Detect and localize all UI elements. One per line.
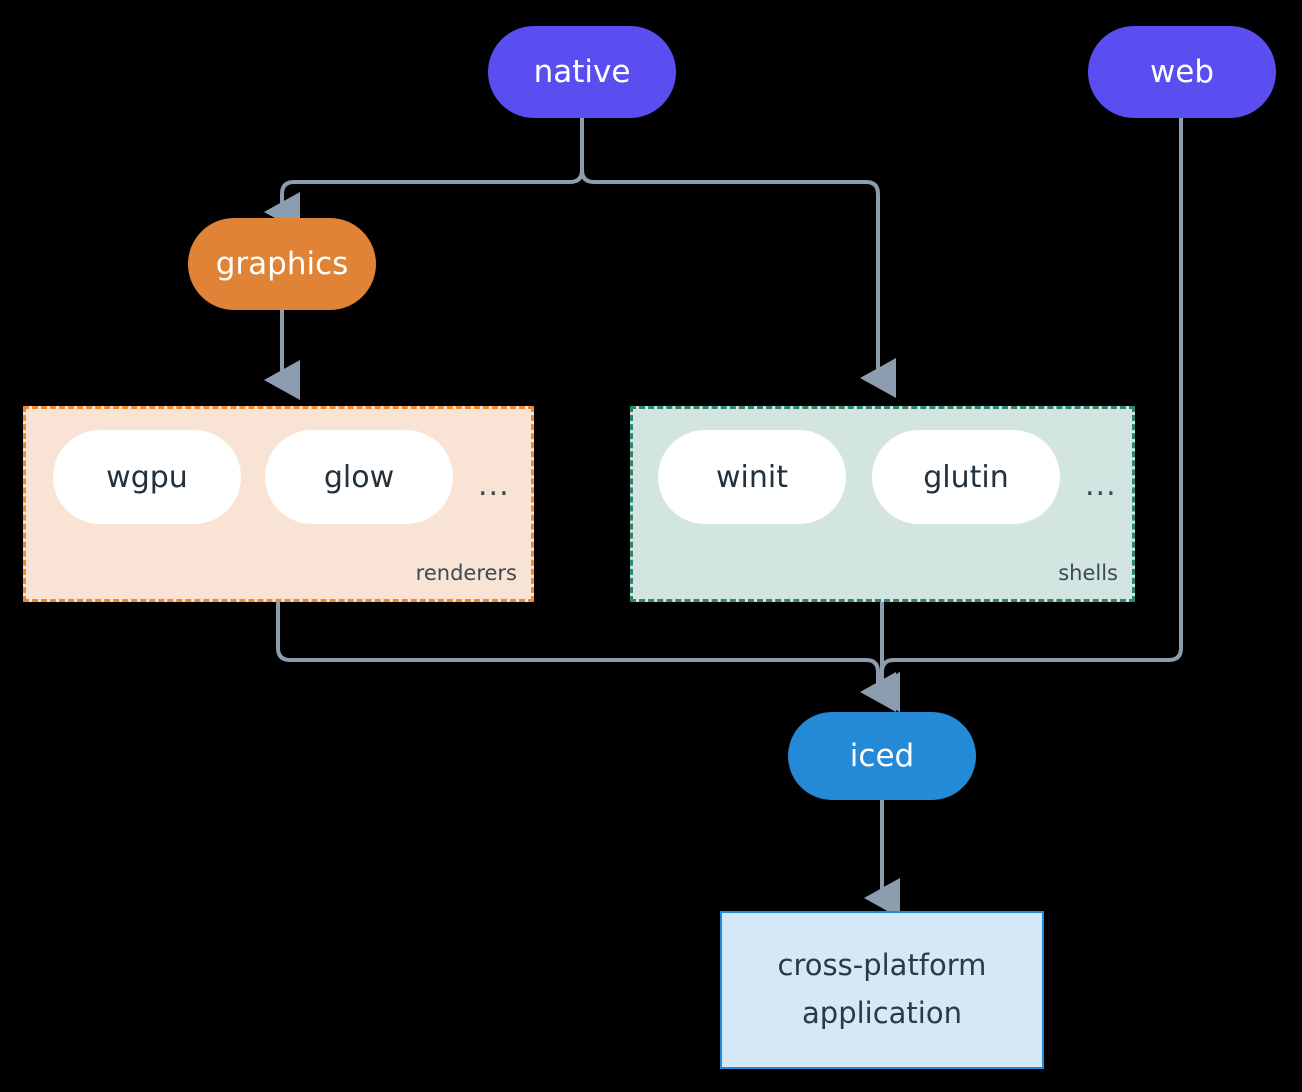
node-web[interactable]: web [1088,26,1276,118]
group-renderers-member-wgpu-label: wgpu [106,459,188,495]
edge-web-to-iced [864,118,1183,712]
group-shells-member-glutin-label: glutin [923,459,1009,495]
edge-renderers-to-iced [276,602,896,712]
group-shells-member-winit-label: winit [716,459,788,495]
group-shells-overflow-ellipsis: ... [1085,468,1117,503]
group-renderers: wgpu glow ... renderers [23,406,534,602]
node-application-label-line1: cross-platform [777,948,987,983]
group-shells-label: shells [1058,561,1118,585]
group-renderers-member-glow-label: glow [323,459,395,495]
group-renderers-member-glow[interactable]: glow [265,430,453,524]
group-shells-member-glutin[interactable]: glutin [872,430,1060,524]
group-renderers-label: renderers [415,561,517,585]
node-cross-platform-application[interactable]: cross-platform application [720,911,1044,1069]
node-native-label: native [533,54,631,90]
node-web-label: web [1149,54,1215,90]
node-application-label-line2: application [802,996,962,1030]
node-native[interactable]: native [488,26,676,118]
node-iced[interactable]: iced [788,712,976,800]
group-renderers-overflow-ellipsis: ... [478,468,510,503]
group-shells: winit glutin ... shells [630,406,1135,602]
group-renderers-member-wgpu[interactable]: wgpu [53,430,241,524]
node-graphics[interactable]: graphics [188,218,376,310]
edge-native-bus [580,118,896,398]
node-graphics-label: graphics [215,246,349,282]
edge-native-to-graphics [264,169,584,232]
node-iced-label: iced [849,738,915,774]
group-shells-member-winit[interactable]: winit [658,430,846,524]
